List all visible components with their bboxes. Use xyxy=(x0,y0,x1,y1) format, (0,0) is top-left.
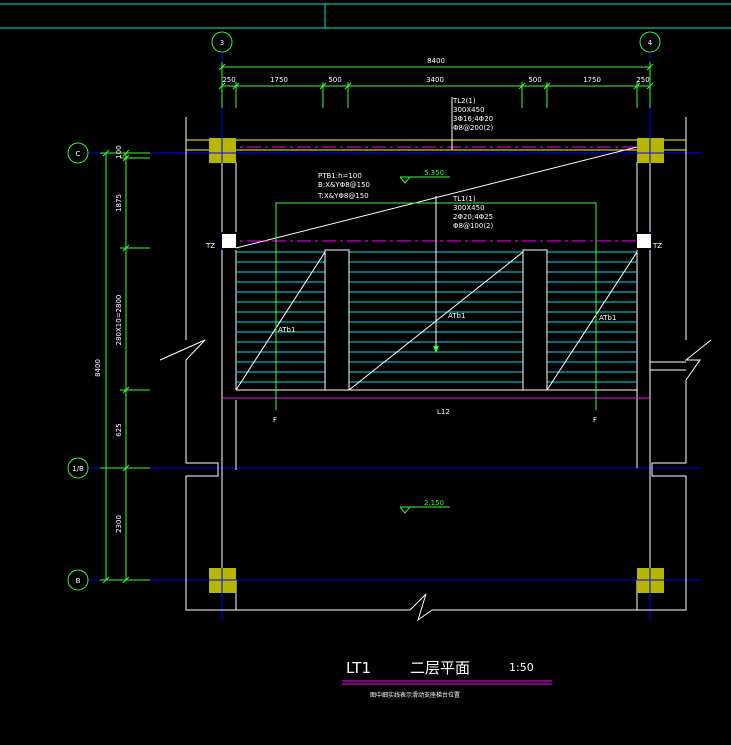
stair-wells xyxy=(324,249,548,391)
flight-label-1: ATb1 xyxy=(278,326,295,334)
level-lower-value: 2.150 xyxy=(424,499,444,507)
level-upper-value: 5.350 xyxy=(424,169,444,177)
l12-label: L12 xyxy=(437,408,450,416)
left-dimension-lines xyxy=(100,149,150,584)
section-label-right: F xyxy=(593,416,597,424)
tl2-label-3: 3Φ16;4Φ20 xyxy=(453,115,493,123)
axis-label-4: 4 xyxy=(648,39,653,47)
tl1-label-3: 2Φ20;4Φ25 xyxy=(453,213,493,221)
ptb-label-3: T:X&YΦ8@150 xyxy=(317,192,369,200)
dim-top-seg-2: 1750 xyxy=(270,76,288,84)
title-scale: 1:50 xyxy=(509,661,534,674)
tz-label-left: TZ xyxy=(205,242,215,250)
dim-top-seg-7: 250 xyxy=(636,76,649,84)
title-note: 图中细实线表示滑动支座梯台位置 xyxy=(370,691,460,699)
tz-label-right: TZ xyxy=(652,242,662,250)
tl1-label-4: Φ8@100(2) xyxy=(453,222,494,230)
leader-arrow xyxy=(433,346,439,353)
main-columns xyxy=(209,138,664,593)
tl2-label-4: Φ8@200(2) xyxy=(453,124,494,132)
dim-left-overall: 8400 xyxy=(94,359,102,377)
dim-top-seg-6: 1750 xyxy=(583,76,601,84)
ptb-label-2: B:X&YΦ8@150 xyxy=(318,181,370,189)
axis-label-b: B xyxy=(76,577,81,585)
dim-top-seg-5: 500 xyxy=(528,76,541,84)
dim-left-seg-1: 100 xyxy=(115,145,123,158)
beam-tl2 xyxy=(186,139,686,151)
top-dimension-lines xyxy=(218,62,654,108)
axis-label-c: C xyxy=(76,150,81,158)
flight-label-2: ATb1 xyxy=(448,312,465,320)
walls xyxy=(159,117,712,622)
dim-top-overall: 8400 xyxy=(427,57,445,65)
tl1-label-2: 300X450 xyxy=(453,204,485,212)
dim-top-seg-4: 3400 xyxy=(426,76,444,84)
level-mark-upper xyxy=(399,176,450,184)
dim-top-seg-3: 500 xyxy=(328,76,341,84)
dim-left-seg-5: 2300 xyxy=(115,515,123,533)
grid-axes xyxy=(88,52,700,620)
section-label-left: F xyxy=(273,416,277,424)
flight-label-3: ATb1 xyxy=(599,314,616,322)
tl2-label-1: TL2(1) xyxy=(452,97,476,105)
axis-label-1b: 1/B xyxy=(72,465,84,473)
dim-left-seg-2: 1875 xyxy=(115,194,123,212)
tl2-label-2: 300X450 xyxy=(453,106,485,114)
title-bar-frame xyxy=(0,3,731,29)
title-floor: 二层平面 xyxy=(410,659,470,677)
axis-bubbles xyxy=(67,31,661,591)
dim-left-seg-3: 280X10=2800 xyxy=(115,295,123,346)
dim-left-seg-4: 625 xyxy=(115,423,123,436)
level-mark-lower xyxy=(399,506,450,514)
title-name: LT1 xyxy=(346,659,371,677)
beam-leaders xyxy=(435,97,453,352)
ptb-label-1: PTB1:h=100 xyxy=(318,172,362,180)
title-underline xyxy=(342,680,552,685)
tz-columns xyxy=(222,234,651,248)
dim-top-seg-1: 250 xyxy=(222,76,235,84)
tl1-label-1: TL1(1) xyxy=(452,195,476,203)
axis-label-3: 3 xyxy=(220,39,224,47)
